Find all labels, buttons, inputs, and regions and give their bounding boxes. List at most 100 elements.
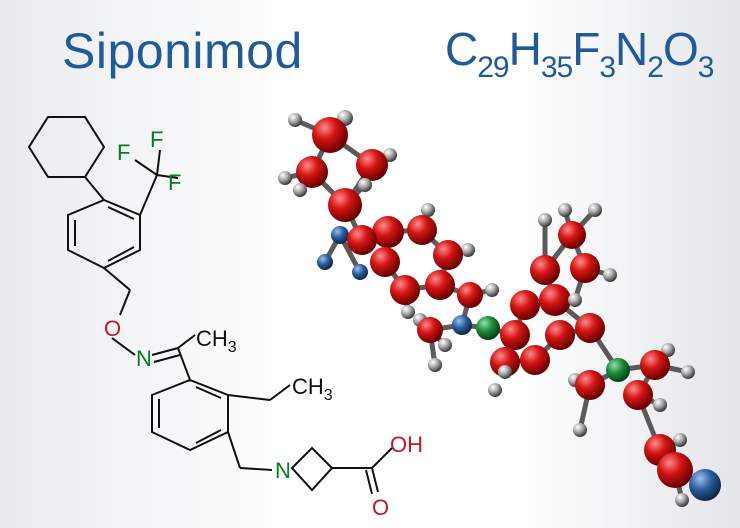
molecular-formula: C29H35F3N2O3 [445,22,715,85]
bond [139,174,158,216]
carbon-atom [657,452,693,488]
hydrogen-atom [278,171,292,185]
carbon-atom [539,284,571,316]
ch3-subscript: 3 [228,339,237,356]
formula-n-count: 2 [647,51,664,84]
carbon-atom [570,253,600,283]
carbon-atom [407,215,437,245]
hydrogen-atom [558,203,572,217]
hydrogen-atom [288,113,302,127]
carbon-atom [312,117,348,153]
nitrogen-atom-green [606,358,630,382]
carbon-atom [510,290,540,320]
carbon-atom [457,282,483,308]
formula-f: F [572,23,600,75]
carbon-atom [425,270,455,300]
bond [371,467,379,493]
nitrogen-atom-green [476,316,500,340]
atom-label-oh: OH [390,432,423,457]
atom-label-o-carbonyl: O [372,495,389,520]
carbon-atom [520,345,550,375]
carbon-atom [296,156,328,188]
carbon-atom [623,380,653,410]
bond [134,159,158,176]
atom-label-ch3-ethyl: CH3 [292,374,333,404]
nitrogen-atom [317,254,333,270]
formula-h-count: 35 [540,51,573,84]
bond-double [107,206,135,220]
atom-label-f3: F [168,170,181,195]
formula-o-count: 3 [697,51,715,84]
carbon-atom [545,320,575,350]
hydrogen-atom [421,203,435,217]
bond-double [195,429,222,444]
atom-label-o-ether: O [104,316,121,341]
hydrogen-atom [568,293,582,307]
carbon-atom [347,225,377,255]
hydrogen-atom [428,358,442,372]
hydrogen-atom [603,268,617,282]
hydrogen-atom [485,283,499,297]
azetidine-ring [290,446,334,492]
formula-n: N [615,23,648,75]
atom-label-n-azetidine: N [275,458,291,483]
molecule-name: Siponimod [62,23,303,79]
bond [84,176,105,201]
carbon-atom [433,240,463,270]
carbon-atom [575,313,605,343]
hydrogen-atom [573,423,587,437]
formula-f-count: 3 [599,51,616,84]
hydrogen-atom [588,203,602,217]
carbon-atom [490,347,520,377]
bond-double [365,469,373,495]
carbon-atom [372,216,404,248]
nitrogen-atom [452,315,472,335]
hydrogen-atom [488,383,502,397]
ch3-ethyl-text: CH [292,374,324,399]
carbon-atom [558,221,586,249]
nitrogen-atom [689,469,721,501]
bond [227,394,271,401]
bond [103,267,131,291]
carbon-atom [530,255,560,285]
phenyl-ring-2 [151,378,229,452]
carbon-atom [417,317,443,343]
hydrogen-atom [498,365,512,379]
atom-label-ch3: CH3 [196,326,237,356]
bond [111,337,136,356]
hydrogen-atom [358,178,372,192]
bond [156,174,179,179]
atom-label-f1: F [117,140,130,165]
carbon-atom [328,188,362,222]
formula-o: O [662,23,699,75]
hydrogen-atom [438,338,452,352]
bond [239,467,273,471]
hydrogen-atom [401,305,415,319]
bond [371,447,393,469]
hydrogen-atom [653,398,667,412]
nitrogen-atom [331,226,349,244]
hydrogen-atom [681,365,695,379]
bond [269,384,291,401]
formula-c-count: 29 [477,51,509,84]
hydrogen-atom [675,493,689,507]
phenyl-ring-1 [67,198,141,270]
bond-double [153,354,181,363]
ball-and-stick-model [278,110,721,507]
hydrogen-atom [293,183,307,197]
carbon-atom [500,320,530,350]
hydrogen-atom [538,213,552,227]
bond-double [195,386,222,399]
cyclohexane-ring [27,116,106,178]
skeletal-structure: F F F O N CH3 CH3 N OH O [27,116,423,520]
bond [177,347,191,381]
bond [119,289,131,316]
bond [156,149,161,176]
formula-c: C [445,23,478,75]
atom-label-f2: F [150,127,163,152]
bond [177,334,196,349]
bond-double [107,246,135,262]
ch3-text: CH [196,326,228,351]
formula-h: H [508,23,542,75]
